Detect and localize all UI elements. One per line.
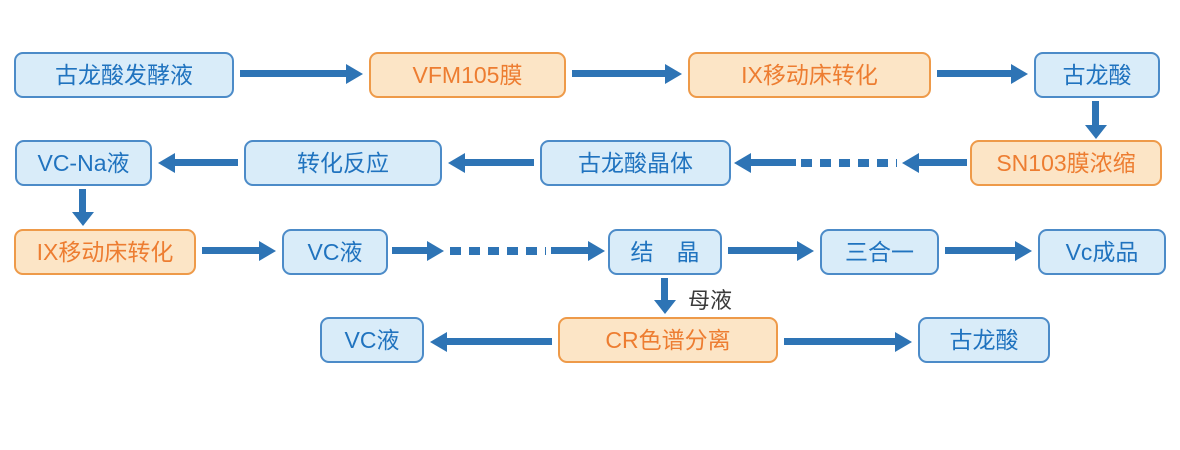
arrow-sn103-to-crystal-dashes bbox=[801, 159, 897, 167]
arrow-crystallization-to-cr bbox=[654, 278, 676, 314]
arrow-vfm105-to-ix1 bbox=[572, 64, 682, 84]
node-crystallization: 结 晶 bbox=[608, 229, 722, 275]
node-vc-na-solution: VC-Na液 bbox=[15, 140, 152, 186]
node-gulonic-acid-fermentation-broth: 古龙酸发酵液 bbox=[14, 52, 234, 98]
arrow-vc-to-crystallization-tail bbox=[551, 241, 605, 261]
node-vfm105-membrane: VFM105膜 bbox=[369, 52, 566, 98]
node-vc-finished-product: Vc成品 bbox=[1038, 229, 1166, 275]
arrow-vcna-to-ix2 bbox=[72, 189, 94, 226]
arrow-sn103-to-crystal-head bbox=[734, 153, 796, 173]
node-ix-moving-bed-conversion-1: IX移动床转化 bbox=[688, 52, 931, 98]
arrow-broth-to-vfm105 bbox=[240, 64, 363, 84]
node-three-in-one: 三合一 bbox=[820, 229, 939, 275]
node-vc-solution-1: VC液 bbox=[282, 229, 388, 275]
arrow-three-in-one-to-finished bbox=[945, 241, 1032, 261]
node-ix-moving-bed-conversion-2: IX移动床转化 bbox=[14, 229, 196, 275]
arrow-conversion-to-vcna bbox=[158, 153, 238, 173]
arrow-ix2-to-vc-solution bbox=[202, 241, 276, 261]
node-conversion-reaction: 转化反应 bbox=[244, 140, 442, 186]
arrow-sn103-to-crystal-tail bbox=[902, 153, 967, 173]
node-vc-solution-2: VC液 bbox=[320, 317, 424, 363]
node-gulonic-acid-2: 古龙酸 bbox=[918, 317, 1050, 363]
arrow-crystal-to-conversion bbox=[448, 153, 534, 173]
arrow-vc-to-crystallization-dashes bbox=[450, 247, 546, 255]
arrow-ix1-to-gulonic-acid bbox=[937, 64, 1028, 84]
arrow-gulonic-acid-to-sn103 bbox=[1085, 101, 1107, 139]
node-gulonic-acid-1: 古龙酸 bbox=[1034, 52, 1160, 98]
node-gulonic-acid-crystal: 古龙酸晶体 bbox=[540, 140, 731, 186]
arrow-vc-to-crystallization-head bbox=[392, 241, 444, 261]
arrow-cr-to-gulonic-acid bbox=[784, 332, 912, 352]
arrow-crystallization-to-three-in-one bbox=[728, 241, 814, 261]
arrow-cr-to-vc-solution bbox=[430, 332, 552, 352]
mother-liquor-label: 母液 bbox=[688, 288, 733, 313]
node-sn103-membrane-concentration: SN103膜浓缩 bbox=[970, 140, 1162, 186]
node-cr-chromatography-separation: CR色谱分离 bbox=[558, 317, 778, 363]
